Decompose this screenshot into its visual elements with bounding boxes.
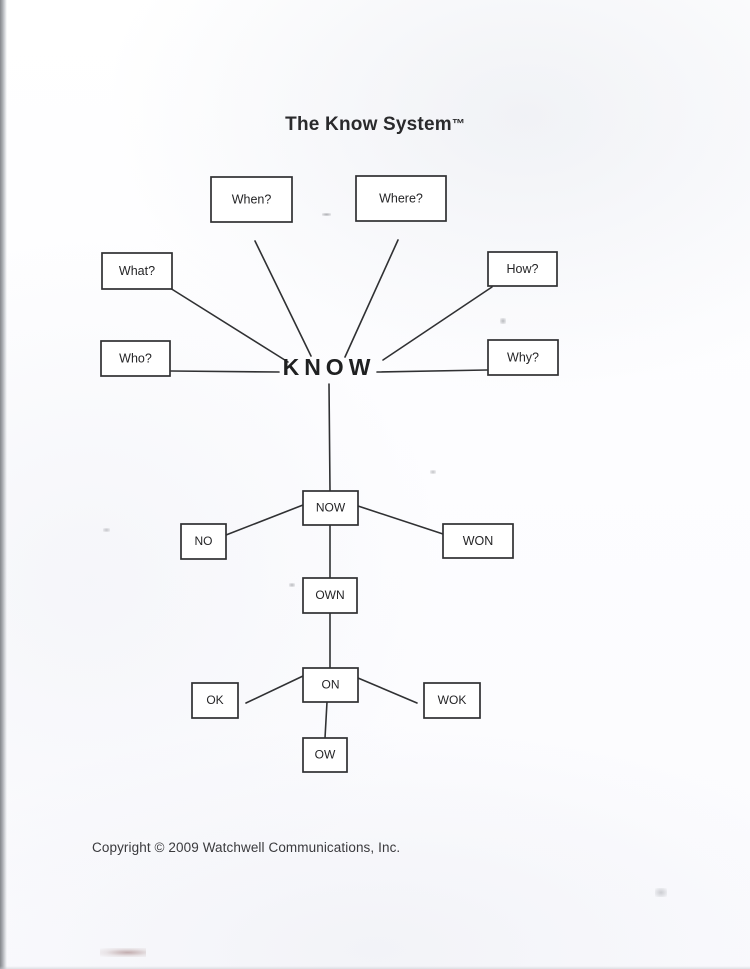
connector-how-to-know: [382, 286, 493, 361]
word-node-ok: OK: [191, 682, 239, 719]
scan-speck: [500, 318, 506, 324]
question-node-why-outline: [487, 339, 559, 376]
connector-now-to-won: [357, 505, 444, 535]
question-node-when: When?: [210, 176, 293, 223]
question-node-what-outline: [101, 252, 173, 290]
question-node-what-label: What?: [119, 264, 155, 278]
question-node-why-label: Why?: [507, 350, 539, 364]
word-node-ow-label: OW: [315, 748, 336, 762]
word-node-ok-outline: [191, 682, 239, 719]
question-node-how-label: How?: [507, 262, 539, 276]
scan-speck: [103, 528, 110, 532]
connector-where-to-know: [344, 239, 399, 358]
question-node-where-outline: [355, 175, 447, 222]
connector-who-to-know: [170, 370, 280, 373]
word-node-on-outline: [302, 667, 359, 703]
connector-why-to-know: [376, 369, 488, 373]
question-node-what: What?: [101, 252, 173, 290]
word-node-now-outline: [302, 490, 359, 526]
scan-speck: [655, 888, 667, 897]
word-node-no-outline: [180, 523, 227, 560]
word-node-on-label: ON: [322, 678, 340, 692]
question-node-when-label: When?: [232, 192, 272, 206]
question-node-who-label: Who?: [119, 351, 152, 365]
scan-speck: [322, 213, 331, 216]
word-node-no: NO: [180, 523, 227, 560]
connector-what-to-know: [169, 287, 289, 363]
connector-layer: [169, 239, 493, 739]
question-node-how: How?: [487, 251, 558, 287]
connector-on-to-ok: [245, 675, 304, 704]
word-node-wok-label: WOK: [438, 693, 467, 707]
word-node-now-label: NOW: [316, 501, 346, 515]
word-node-wok-outline: [423, 682, 481, 719]
word-node-on: ON: [302, 667, 359, 703]
question-node-where-label: Where?: [379, 191, 423, 205]
connector-on-to-wok: [357, 677, 418, 704]
connector-on-to-ow: [324, 701, 328, 739]
scan-speck: [289, 583, 295, 587]
word-node-ow: OW: [302, 737, 348, 773]
question-node-why: Why?: [487, 339, 559, 376]
copyright-notice: Copyright © 2009 Watchwell Communication…: [92, 840, 401, 855]
word-node-own-label: OWN: [315, 588, 344, 602]
word-node-no-label: NO: [195, 534, 213, 548]
word-node-own-outline: [302, 577, 358, 614]
word-node-now: NOW: [302, 490, 359, 526]
trademark-symbol: ™: [451, 116, 465, 131]
connector-now-to-no: [225, 504, 304, 536]
question-node-how-outline: [487, 251, 558, 287]
question-node-where: Where?: [355, 175, 447, 222]
page-title-text: The Know System: [285, 114, 452, 135]
word-node-won-outline: [442, 523, 514, 559]
connector-when-to-know: [254, 240, 312, 357]
word-node-wok: WOK: [423, 682, 481, 719]
question-node-when-outline: [210, 176, 293, 223]
word-node-ow-outline: [302, 737, 348, 773]
node-layer: When? Where? What? How? Who? Why? NOW NO WON OWN O…: [100, 175, 559, 773]
connector-know-to-now: [328, 383, 331, 492]
center-label-know: KNOW: [283, 354, 376, 380]
scan-speck: [430, 470, 436, 474]
word-node-own: OWN: [302, 577, 358, 614]
word-node-won: WON: [442, 523, 514, 559]
word-node-ok-label: OK: [206, 693, 223, 707]
question-node-who: Who?: [100, 340, 171, 377]
word-node-won-label: WON: [463, 534, 494, 548]
question-node-who-outline: [100, 340, 171, 377]
page-title: The Know System™: [0, 114, 750, 136]
